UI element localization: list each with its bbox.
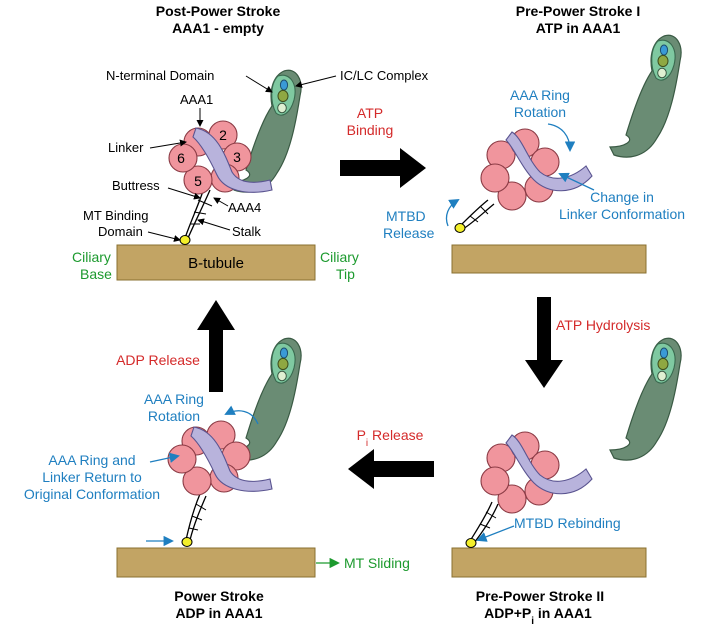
n-terminal-label: N-terminal Domain (106, 68, 214, 83)
state-pre-power-stroke-i: Pre-Power Stroke I ATP in AAA1 AAA Ring … (383, 3, 685, 274)
ring-rotation-tr-line2: Rotation (514, 104, 566, 120)
transition-adp-release: ADP Release (116, 300, 235, 392)
tail-head-bottom-right (609, 337, 682, 461)
change-linker-line1: Change in (590, 189, 654, 205)
arrow-left (348, 449, 434, 489)
state-power-stroke: Power Stroke ADP in AAA1 AAA Ring Rotati… (24, 337, 410, 621)
return-line1: AAA Ring and (48, 452, 135, 468)
adp-release-label: ADP Release (116, 352, 200, 368)
arrow-up (197, 300, 235, 392)
state-post-power-stroke: Post-Power Stroke AAA1 - empty B-tubule … (72, 3, 429, 282)
stalk-label: Stalk (232, 224, 261, 239)
b-tubule-bottom-left (116, 547, 316, 578)
ring-number-5: 5 (194, 173, 202, 189)
b-tubule-label: B-tubule (188, 255, 244, 272)
atp-binding-line1: ATP (357, 105, 383, 121)
aaa4-label: AAA4 (228, 200, 261, 215)
ring-rotation-tr-line1: AAA Ring (510, 87, 570, 103)
aaa1-label: AAA1 (180, 92, 213, 107)
linker-changed (505, 131, 593, 192)
change-linker-line2: Linker Conformation (559, 206, 685, 222)
mt-sliding-label: MT Sliding (344, 555, 410, 571)
post-power-title-line2: AAA1 - empty (172, 20, 264, 36)
mtbd-released (454, 223, 466, 233)
power-title-line1: Power Stroke (174, 588, 264, 604)
linker (192, 127, 273, 193)
pre-power-ii-title-line1: Pre-Power Stroke II (476, 588, 604, 604)
ring-number-6: 6 (177, 150, 185, 166)
transition-atp-hydrolysis: ATP Hydrolysis (525, 297, 650, 388)
ring-number-3: 3 (233, 149, 241, 165)
tail-head-top-right (609, 34, 682, 158)
tail-head-bottom-left (229, 337, 302, 461)
atp-hydrolysis-label: ATP Hydrolysis (556, 317, 650, 333)
ring-rotation-bl-line1: AAA Ring (144, 391, 204, 407)
buttress-label: Buttress (112, 178, 160, 193)
pre-power-i-title-line2: ATP in AAA1 (536, 20, 621, 36)
mtbd-release-line2: Release (383, 225, 435, 241)
transition-atp-binding: ATP Binding (340, 105, 426, 188)
mtbd-bound (181, 537, 193, 547)
b-tubule-bottom-right (451, 547, 647, 578)
ciliary-base-line2: Base (80, 266, 112, 282)
state-pre-power-stroke-ii: Pre-Power Stroke II ADP+Pi in AAA1 MTBD … (451, 337, 682, 627)
ciliary-base-line1: Ciliary (72, 249, 111, 265)
ring-number-2: 2 (219, 127, 227, 143)
ciliary-tip-line2: Tip (336, 266, 355, 282)
mt-binding-label-line1: MT Binding (83, 208, 149, 223)
post-power-title-line1: Post-Power Stroke (156, 3, 281, 19)
mt-binding-label-line2: Domain (98, 224, 143, 239)
return-line3: Original Conformation (24, 486, 160, 502)
transition-pi-release: Pi Release (348, 427, 434, 489)
aaa-ring-top-left: 2 3 5 6 (168, 120, 252, 195)
pre-power-ii-title-line2: ADP+Pi in AAA1 (484, 605, 592, 627)
arrow-right (340, 148, 426, 188)
pi-release-label: Pi Release (357, 427, 424, 449)
linker-label: Linker (108, 140, 144, 155)
pre-power-i-title-line1: Pre-Power Stroke I (516, 3, 641, 19)
return-line2: Linker Return to (42, 469, 142, 485)
iclc-label: IC/LC Complex (340, 68, 429, 83)
b-tubule-top-right (451, 244, 647, 274)
power-title-line2: ADP in AAA1 (175, 605, 262, 621)
mtbd-rebound (465, 538, 477, 548)
stalk-cross (190, 199, 213, 225)
b-tubule-top-left (116, 244, 316, 281)
arrow-down (525, 297, 563, 388)
ring-rotation-bl-line2: Rotation (148, 408, 200, 424)
mtbd-release-line1: MTBD (386, 208, 426, 224)
atp-binding-line2: Binding (347, 122, 394, 138)
mtbd-rebinding-label: MTBD Rebinding (514, 515, 621, 531)
mt-binding-domain (179, 235, 191, 245)
ciliary-tip-line1: Ciliary (320, 249, 359, 265)
